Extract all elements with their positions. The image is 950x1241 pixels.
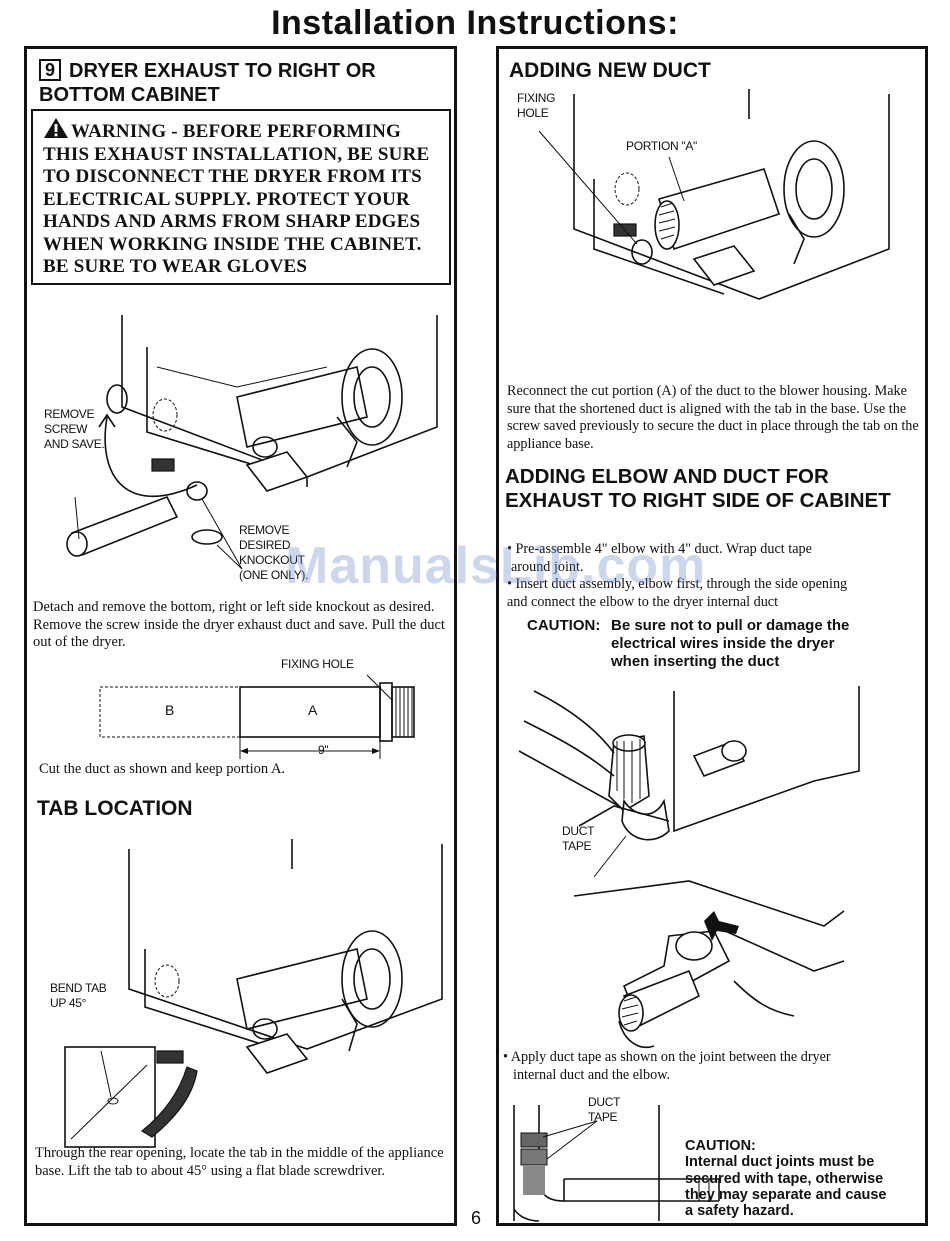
watermark: ManualsLib.com (285, 537, 707, 595)
tab-location-illustration (64, 839, 443, 1148)
fixing-hole-label: FIXING HOLE (281, 657, 354, 671)
taped-joint-illustration (513, 1105, 720, 1222)
dimension-label: 9" (318, 743, 329, 757)
warning-line: WHEN WORKING INSIDE THE CABINET. (43, 233, 422, 255)
step-title: DRYER EXHAUST TO RIGHT OR BOTTOM CABINET (39, 60, 376, 106)
duct-removal-illustration (66, 315, 438, 570)
adding-elbow-heading: ADDING ELBOW AND DUCT FOR EXHAUST TO RIG… (505, 465, 891, 512)
warning-box: WARNING - BEFORE PERFORMING THIS EXHAUST… (31, 109, 451, 285)
tab-caption: Through the rear opening, locate the tab… (35, 1145, 444, 1179)
crimped-end-icon (391, 686, 415, 738)
remove-knockout-label: REMOVE DESIRED KNOCKOUT (ONE ONLY). (239, 523, 309, 582)
warning-line: HANDS AND ARMS FROM SHARP EDGES (43, 211, 421, 232)
duct-cut-diagram (99, 674, 415, 759)
caution-wires: CAUTION: Be sure not to pull or damage t… (527, 617, 850, 670)
fixing-hole-label-right: FIXING HOLE (517, 91, 556, 120)
tape-wrap (520, 1132, 548, 1148)
duct-tape-label-2: DUCT TAPE (588, 1095, 621, 1124)
warning-line: TO DISCONNECT THE DRYER FROM ITS (43, 166, 422, 187)
tape-wrap (520, 1148, 548, 1166)
caution-label: CAUTION: (527, 617, 601, 634)
portion-a-label: A (308, 702, 318, 718)
portion-a-label-right: PORTION "A" (626, 139, 698, 153)
caution-joints: CAUTION: Internal duct joints must be se… (685, 1138, 887, 1220)
right-column: ADDING NEW DUCT FIXING HOLE PORTION "A" … (496, 46, 928, 1226)
apply-tape-instructions: • Apply duct tape as shown on the joint … (503, 1049, 831, 1083)
portion-b-label: B (165, 702, 175, 718)
elbow-insertion-illustration (518, 686, 860, 1048)
warning-line: ELECTRICAL SUPPLY. PROTECT YOUR (43, 188, 410, 210)
warning-line: WARNING - BEFORE PERFORMING (43, 117, 441, 144)
tab-location-heading: TAB LOCATION (37, 797, 193, 820)
warning-icon (44, 118, 68, 138)
adding-new-duct-heading: ADDING NEW DUCT (509, 59, 711, 82)
bend-tab-label: BEND TAB UP 45° (50, 981, 107, 1010)
step-number: 9 (39, 59, 61, 81)
elbow-instructions: • Pre-assemble 4" elbow with 4" duct. Wr… (507, 541, 848, 610)
warning-line: BE SURE TO WEAR GLOVES (43, 256, 308, 277)
reconnect-caption: Reconnect the cut portion (A) of the duc… (507, 383, 919, 452)
new-duct-illustration (538, 89, 890, 300)
knockout-caption: Detach and remove the bottom, right or l… (33, 599, 445, 650)
page-number: 6 (470, 1208, 481, 1228)
page-title: Installation Instructions: (271, 4, 679, 42)
duct-tape-label: DUCT TAPE (562, 824, 595, 853)
duct-cut-caption: Cut the duct as shown and keep portion A… (39, 761, 286, 777)
remove-screw-label: REMOVE SCREW AND SAVE. (44, 407, 105, 451)
warning-line: THIS EXHAUST INSTALLATION, BE SURE (43, 143, 430, 165)
